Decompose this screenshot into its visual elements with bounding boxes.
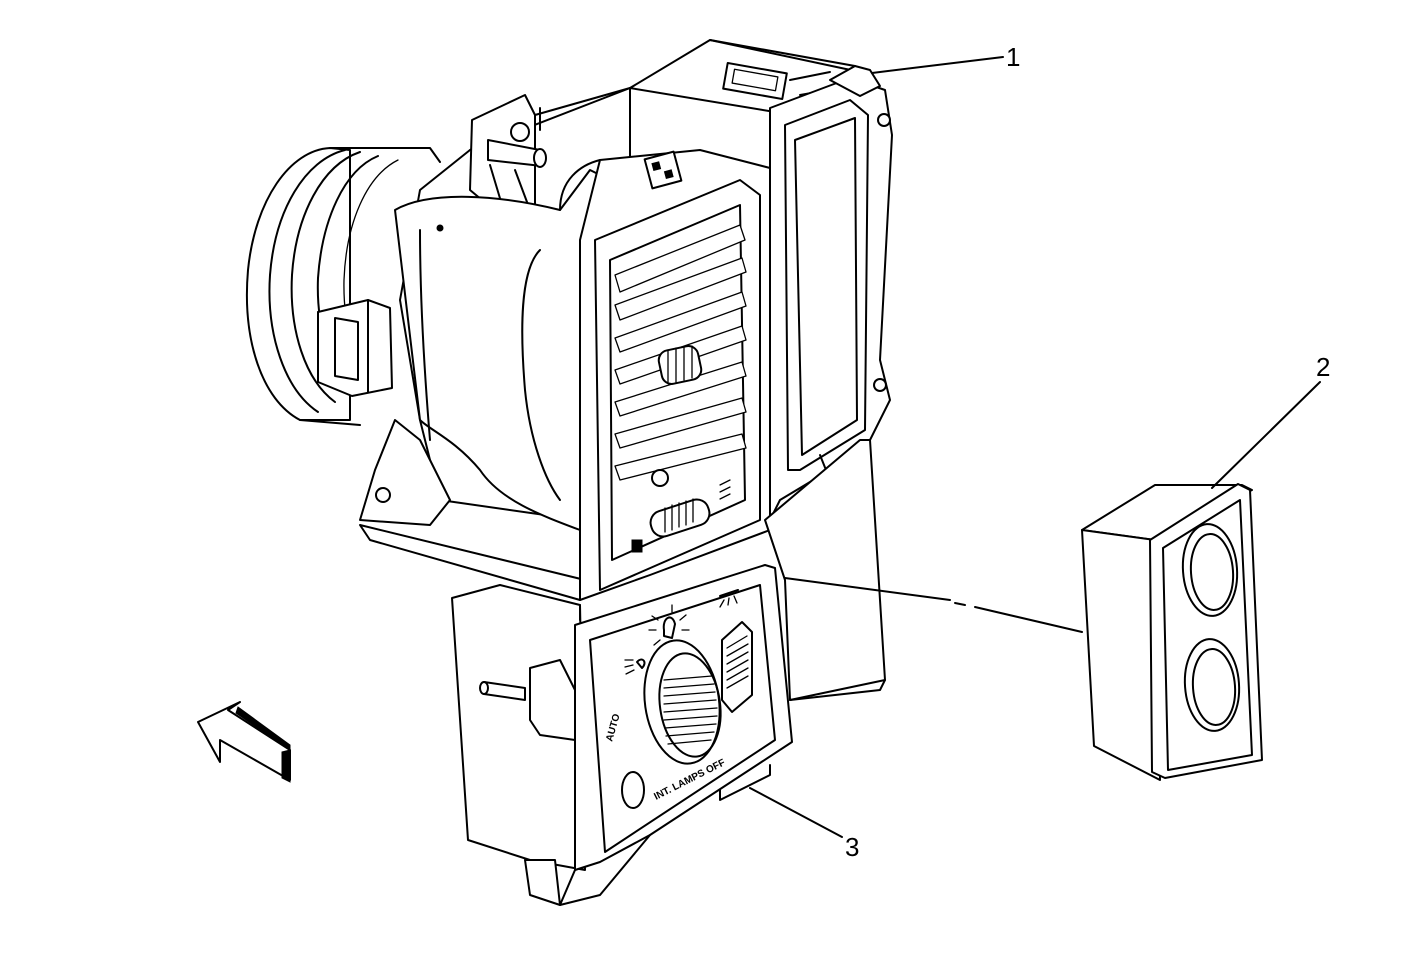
- right-frame: [769, 65, 893, 521]
- callout-2: 2: [1211, 352, 1330, 489]
- open-icon: [719, 479, 731, 500]
- headlamp-switch: AUTO INT. LAMPS OFF: [451, 564, 793, 906]
- dome-lamp-icon: [719, 589, 739, 608]
- mounting-ear-bottom: [359, 419, 451, 526]
- closed-icon: [631, 539, 643, 553]
- bottom-connector: [524, 859, 561, 906]
- callout-label: 2: [1316, 352, 1330, 382]
- accessory-button-hole[interactable]: [621, 771, 645, 809]
- callout-3: 3: [749, 787, 859, 862]
- headlamp-icon: [648, 604, 690, 646]
- lower-frame: [764, 439, 886, 701]
- housing-base-plate: [359, 524, 586, 601]
- duct-body: [394, 159, 641, 541]
- switch-body: [451, 584, 586, 871]
- louver-thumbwheel[interactable]: [657, 344, 703, 386]
- alignment-line: [784, 577, 951, 601]
- callout-label: 1: [1006, 42, 1020, 72]
- arrow-icon: [197, 701, 291, 783]
- switch-blank-cover: [1081, 483, 1263, 781]
- side-clip: [317, 299, 393, 397]
- callout-label: 3: [845, 832, 859, 862]
- callout-1: 1: [871, 42, 1020, 74]
- airflow-slider[interactable]: [647, 496, 712, 539]
- vent-housing-assembly: [245, 39, 893, 701]
- vent-bezel: [579, 149, 771, 601]
- vent-pivot: [651, 469, 669, 487]
- parking-lamp-icon: [624, 658, 646, 675]
- headlamp-knob[interactable]: [637, 635, 728, 768]
- bezel-label: [643, 150, 683, 190]
- dimmer-thumbwheel[interactable]: [721, 621, 753, 713]
